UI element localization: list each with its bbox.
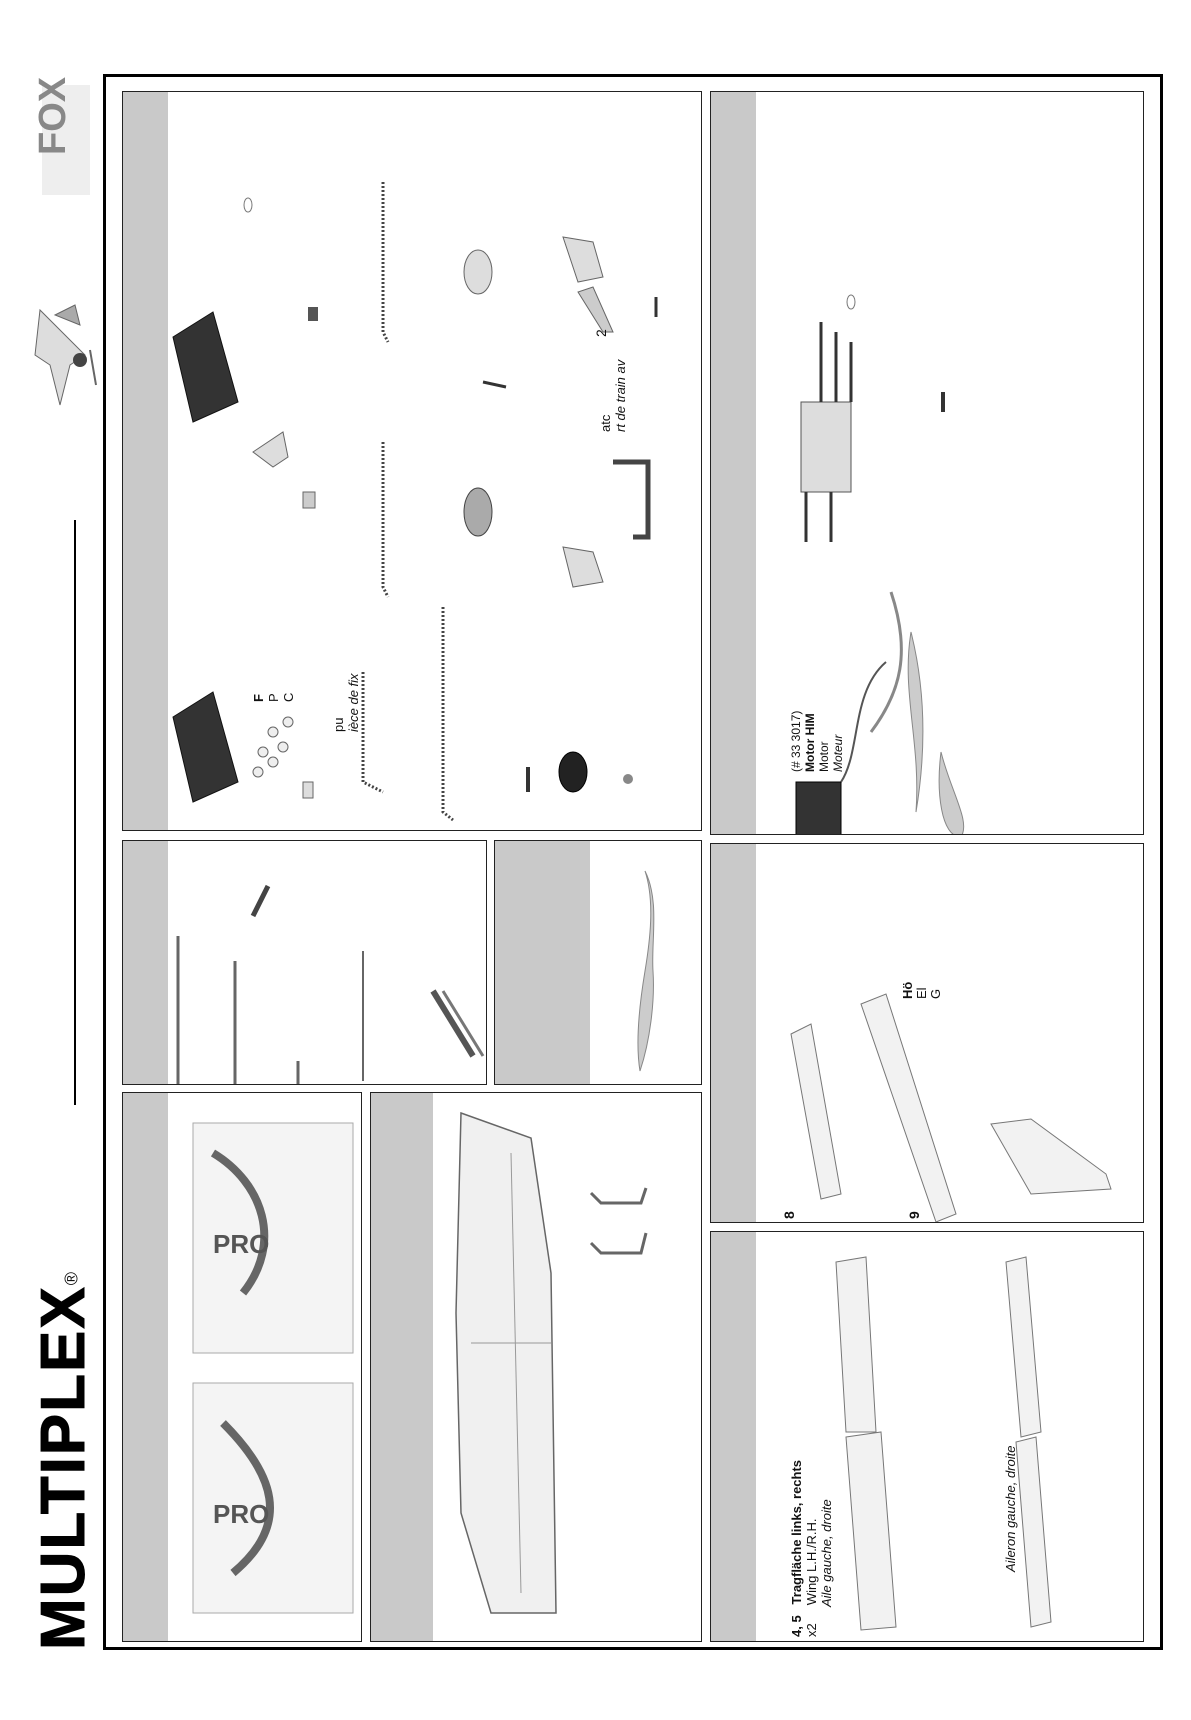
multiplex-logo: MULTIPLEX®	[28, 1650, 628, 1720]
motor-label: (# 33 3017) Motor HIM Motor Moteur	[789, 711, 845, 772]
panel-motor: (# 33 3017) Motor HIM Motor Moteur	[710, 91, 1144, 835]
tail-drawing	[711, 844, 1144, 1223]
label-piece: pu ièce de fix	[331, 673, 361, 732]
panel-wings: 4, 5 Tragfläche links, rechts x2 Wing L.…	[710, 1231, 1144, 1642]
airplane-illustration	[30, 295, 100, 415]
tail-num-9: 9	[906, 1211, 922, 1219]
propeller-icon	[495, 841, 702, 1085]
tail-labels: Hö El G	[901, 982, 943, 999]
panel-decals: PRO PRO	[122, 1092, 362, 1642]
fox-logo: FOX	[40, 80, 95, 200]
panel-fuselage	[370, 1092, 702, 1642]
brand-name: MULTIPLEX	[29, 1285, 98, 1650]
wings-label: 4, 5 Tragfläche links, rechts x2 Wing L.…	[789, 1460, 834, 1637]
wing-icon	[711, 1232, 1144, 1642]
label-qty-2: 2	[593, 329, 609, 337]
svg-text:PRO: PRO	[213, 1499, 269, 1529]
tail-num-8: 8	[781, 1211, 797, 1219]
decal-sheet: PRO PRO	[123, 1093, 362, 1642]
label-fpc: F P C	[251, 693, 296, 702]
aileron-label: Aileron gauche, droite	[1003, 1446, 1018, 1572]
panel-tail: 8 9 Hö El G	[710, 843, 1144, 1223]
rods-drawing	[123, 841, 487, 1085]
svg-text:PRO: PRO	[213, 1229, 269, 1259]
label-train: atc rt de train av	[598, 360, 628, 432]
header-divider	[74, 520, 76, 1105]
svg-text:FOX: FOX	[32, 76, 74, 155]
panel-rods	[122, 840, 487, 1085]
panel-propeller	[494, 840, 702, 1085]
propeller-icon-2	[711, 92, 1144, 835]
registered-mark: ®	[62, 1272, 82, 1285]
parts-drawing	[123, 92, 702, 831]
fuselage-icon	[371, 1093, 702, 1642]
panel-small-parts: F P C pu ièce de fix atc rt de train av …	[122, 91, 702, 831]
